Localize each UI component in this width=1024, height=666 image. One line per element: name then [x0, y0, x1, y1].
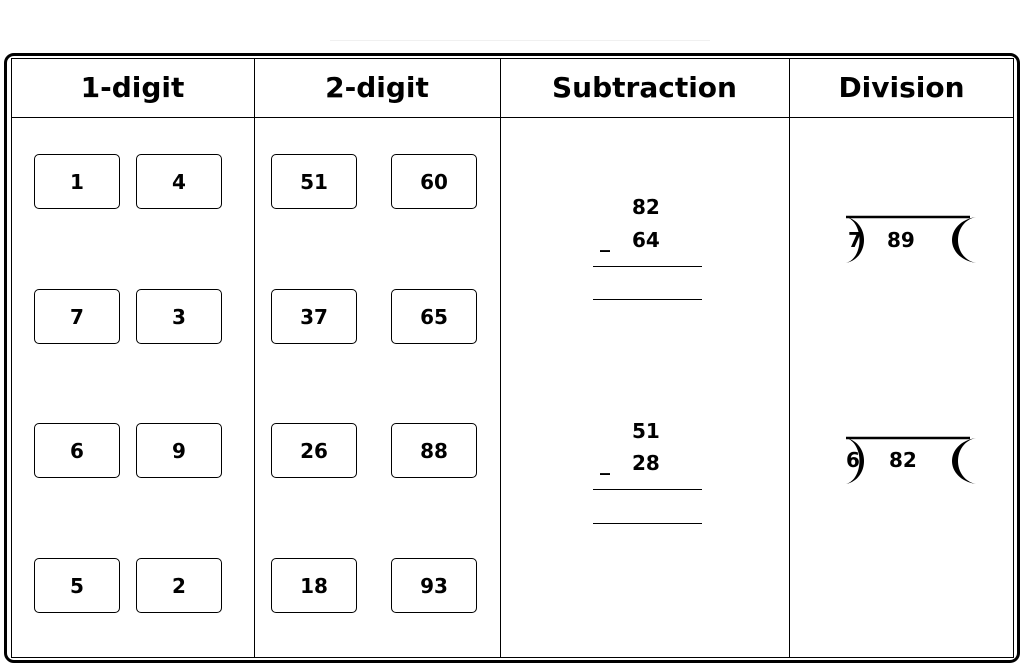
top-strip [330, 0, 710, 41]
division-divisor: 7 [848, 228, 862, 252]
minus-sign: _ [600, 451, 610, 475]
one-digit-box: 5 [34, 558, 120, 613]
division-bracket-icon [846, 436, 976, 484]
two-digit-box: 93 [391, 558, 477, 613]
one-digit-box: 7 [34, 289, 120, 344]
column-divider-3 [789, 58, 790, 658]
subtraction-line [593, 489, 702, 490]
division-dividend: 89 [887, 228, 915, 252]
header-subtraction: Subtraction [552, 71, 737, 104]
two-digit-box: 88 [391, 423, 477, 478]
worksheet-outer-border [4, 53, 1020, 663]
worksheet-table [11, 58, 1014, 658]
one-digit-box: 2 [136, 558, 222, 613]
one-digit-box: 9 [136, 423, 222, 478]
subtraction-minuend: 82 [632, 195, 660, 219]
subtraction-subtrahend: 28 [632, 451, 660, 475]
answer-line [593, 299, 702, 300]
header-division: Division [838, 71, 965, 104]
division-bracket-icon [846, 215, 976, 263]
one-digit-box: 3 [136, 289, 222, 344]
division-dividend: 82 [889, 448, 917, 472]
answer-line [593, 523, 702, 524]
header-2-digit: 2-digit [325, 71, 429, 104]
column-divider-1 [254, 58, 255, 658]
two-digit-box: 37 [271, 289, 357, 344]
one-digit-box: 4 [136, 154, 222, 209]
one-digit-box: 1 [34, 154, 120, 209]
two-digit-box: 60 [391, 154, 477, 209]
two-digit-box: 18 [271, 558, 357, 613]
subtraction-line [593, 266, 702, 267]
minus-sign: _ [600, 228, 610, 252]
two-digit-box: 26 [271, 423, 357, 478]
header-1-digit: 1-digit [80, 71, 185, 104]
two-digit-box: 51 [271, 154, 357, 209]
subtraction-subtrahend: 64 [632, 228, 660, 252]
division-divisor: 6 [846, 448, 860, 472]
column-divider-2 [500, 58, 501, 658]
one-digit-box: 6 [34, 423, 120, 478]
subtraction-minuend: 51 [632, 419, 660, 443]
two-digit-box: 65 [391, 289, 477, 344]
header-divider [11, 117, 1014, 118]
